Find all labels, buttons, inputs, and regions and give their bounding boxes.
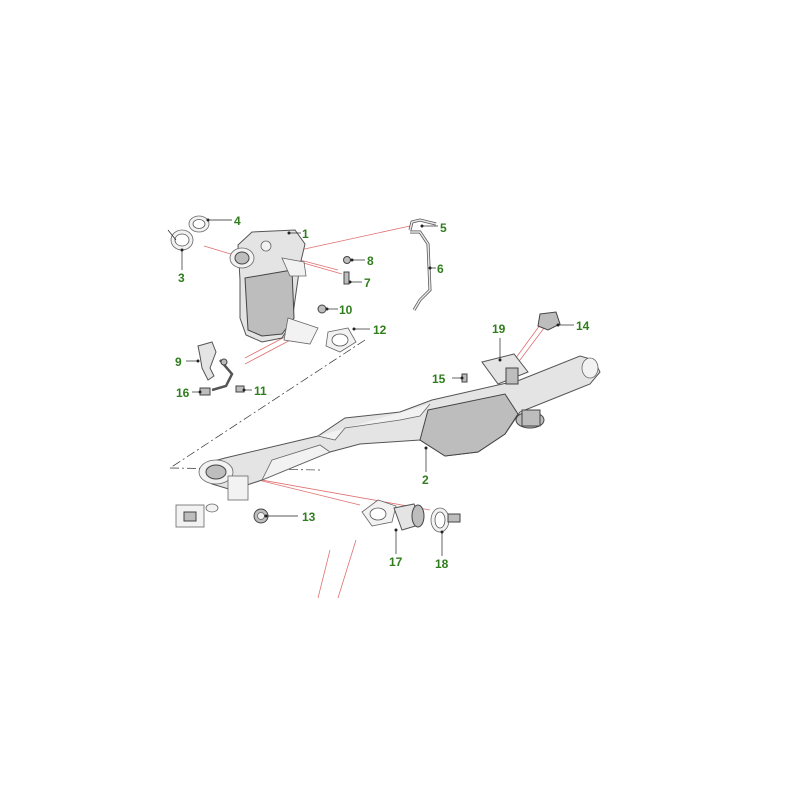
callout-18: 18 [435, 557, 449, 571]
callout-19: 19 [492, 322, 506, 336]
front-mount-bracket [175, 503, 219, 528]
callout-11: 11 [254, 384, 267, 398]
exhaust-pipe-silencer [198, 355, 601, 501]
bolts-7-8 [343, 256, 351, 285]
gasket-part-4 [188, 215, 210, 233]
clamp-part-18 [430, 507, 461, 533]
callout-7: 7 [364, 276, 371, 290]
callout-15: 15 [432, 372, 446, 386]
pressure-pipes [408, 218, 437, 311]
callout-5: 5 [440, 221, 447, 235]
catalytic-converter [229, 229, 319, 345]
flange-gasket-part-12 [325, 327, 357, 353]
callout-4: 4 [234, 214, 241, 228]
callout-16: 16 [176, 386, 190, 400]
callout-3: 3 [178, 271, 185, 285]
bracket-part-9 [197, 341, 217, 381]
callout-labels: 1 2 3 4 5 6 7 8 9 10 11 12 13 14 15 16 1… [175, 214, 590, 571]
callout-10: 10 [339, 303, 353, 317]
callout-17: 17 [389, 555, 403, 569]
pipe-section-part-17 [361, 499, 425, 531]
callout-leaders [180, 218, 574, 556]
bracket-part-19 [481, 353, 529, 385]
callout-1: 1 [302, 227, 309, 241]
clamp-part-3 [167, 229, 194, 251]
hanger-part-14 [537, 311, 561, 331]
callout-6: 6 [437, 262, 444, 276]
red-reference-lines [203, 225, 545, 599]
callout-13: 13 [302, 510, 316, 524]
callout-2: 2 [422, 473, 429, 487]
callout-12: 12 [373, 323, 387, 337]
callout-9: 9 [175, 355, 182, 369]
callout-8: 8 [367, 254, 374, 268]
sensor-parts-11-16 [199, 358, 245, 396]
nut-part-10 [317, 304, 327, 314]
callout-14: 14 [576, 319, 590, 333]
